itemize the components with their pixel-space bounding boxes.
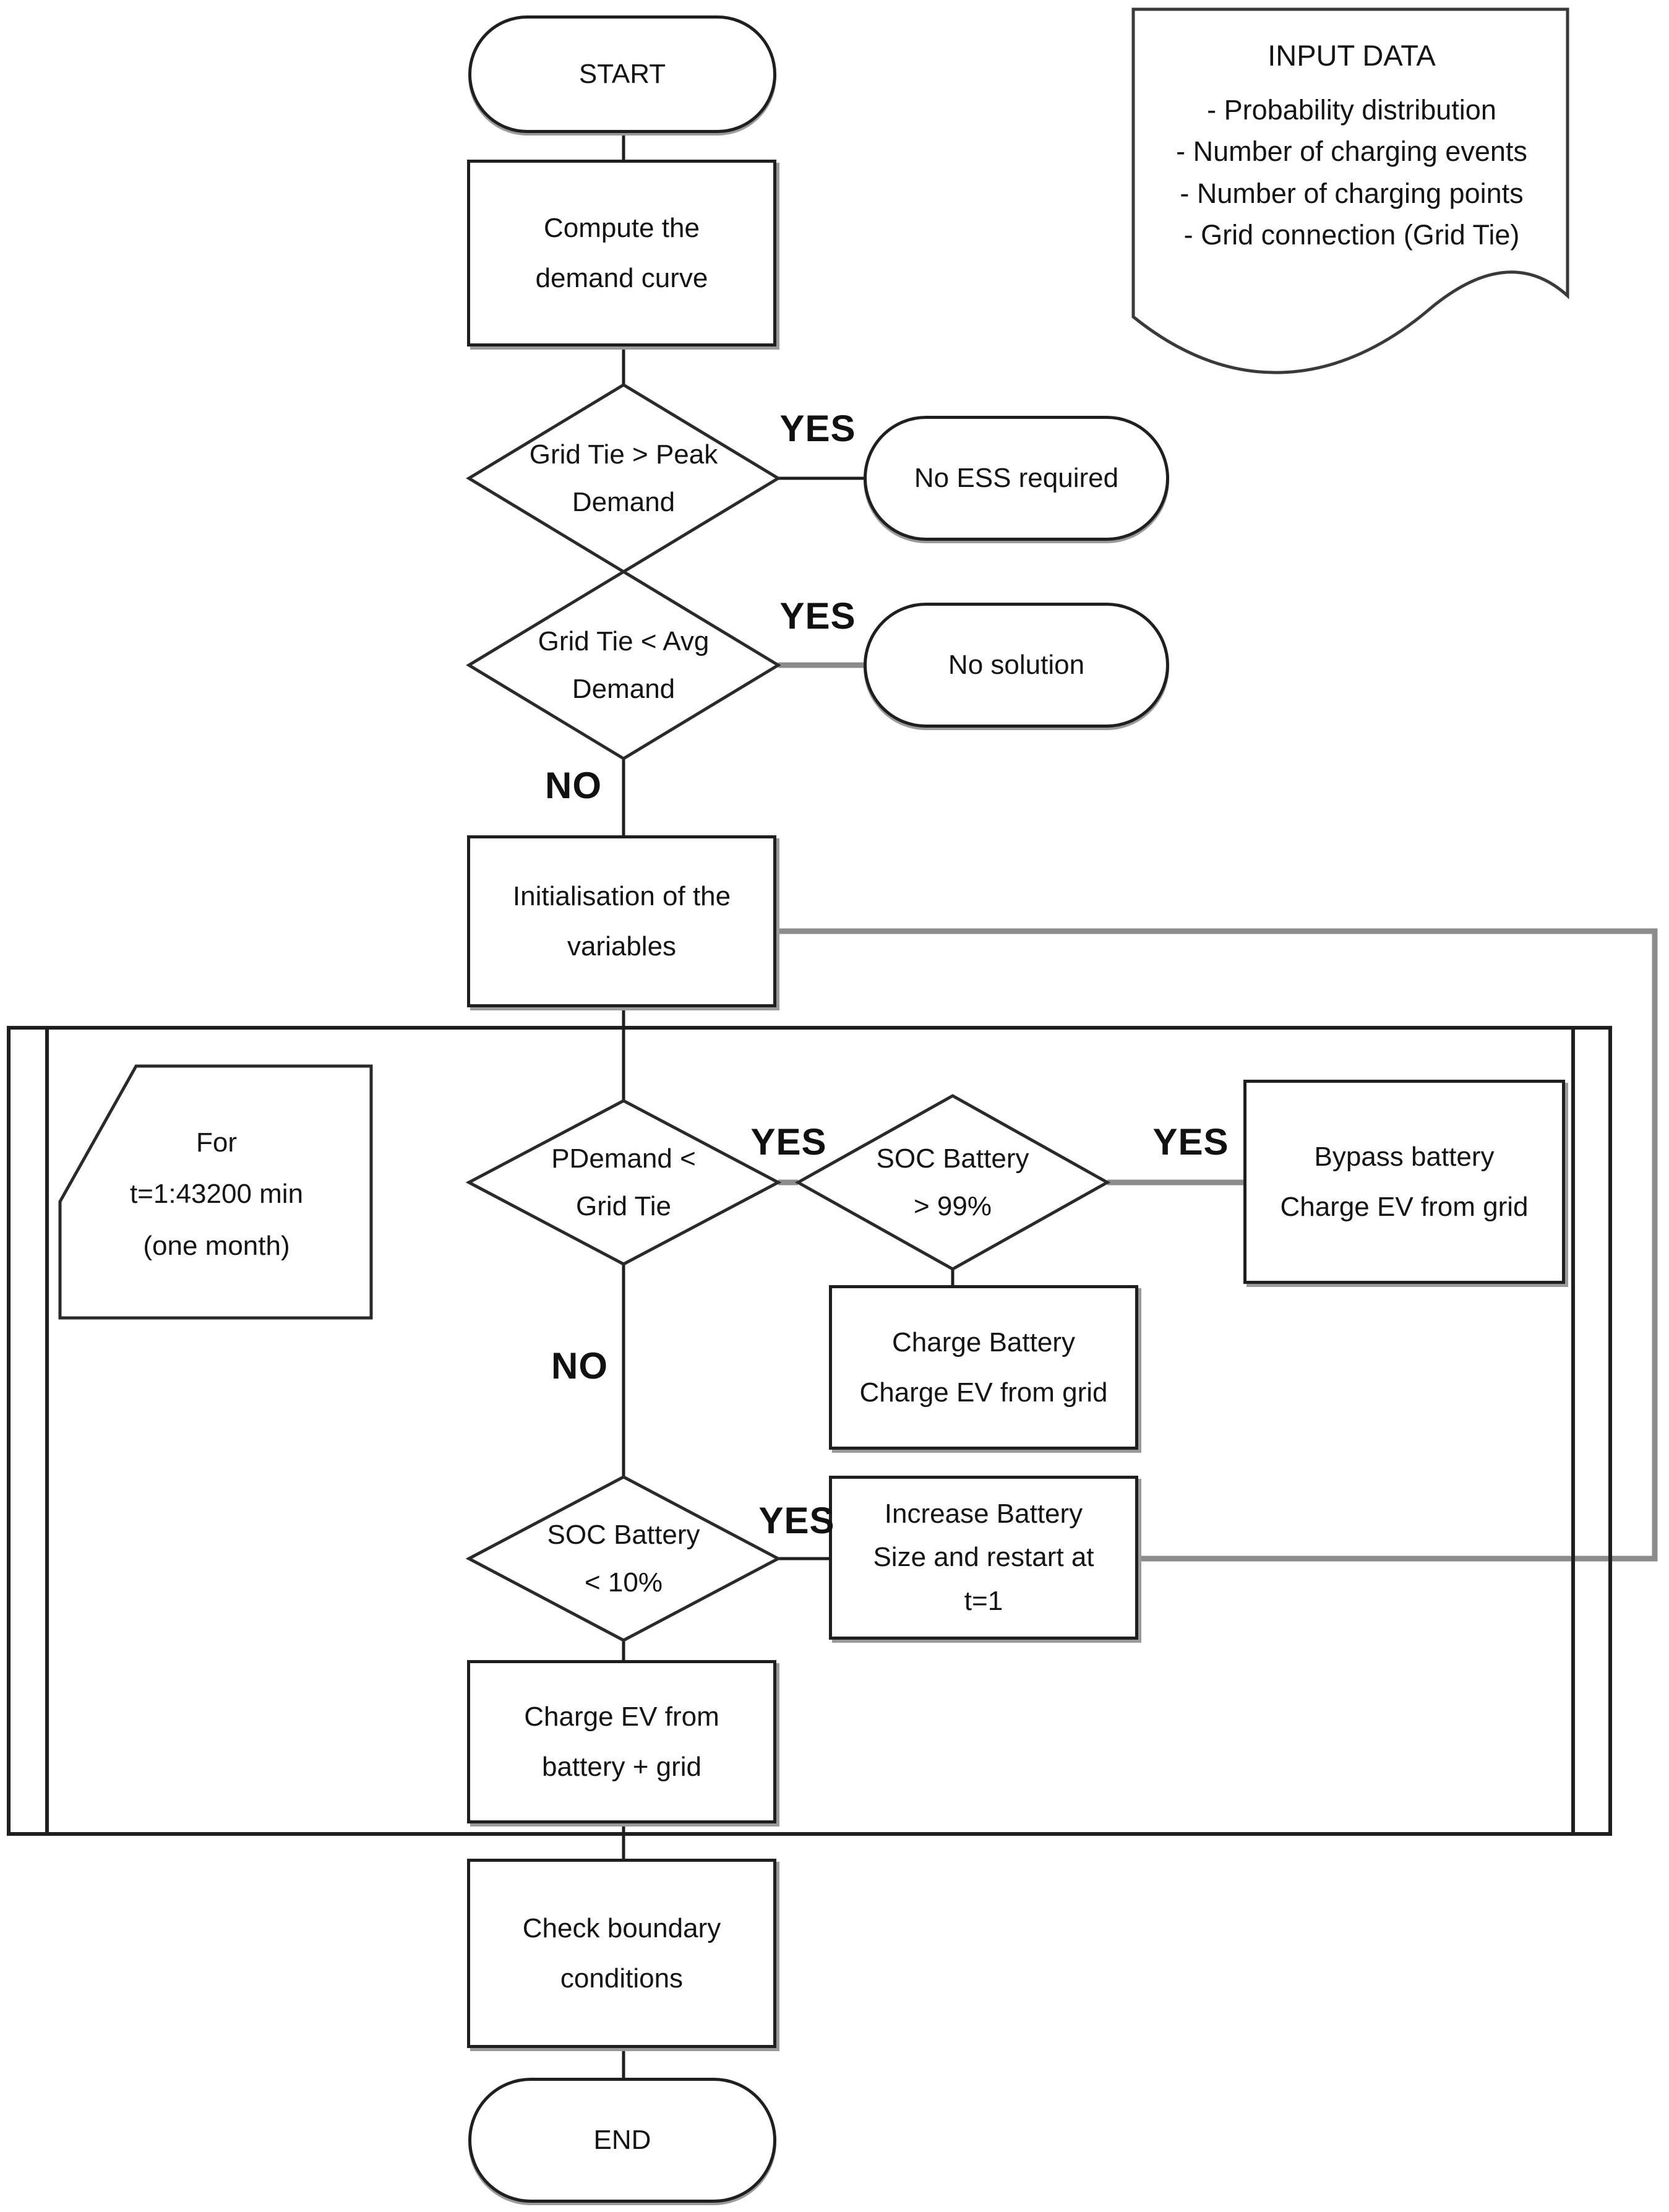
input-data-item: - Number of charging events bbox=[1176, 136, 1527, 167]
edge-label-yes-peak: YES bbox=[774, 405, 861, 452]
node-end: END bbox=[468, 2078, 776, 2203]
no-solution-text: No solution bbox=[948, 650, 1085, 681]
diamond-soc-99 bbox=[794, 1094, 1111, 1271]
yes-avg-text: YES bbox=[779, 595, 856, 637]
loop-card-outline bbox=[58, 1064, 373, 1320]
input-data-item: - Probability distribution bbox=[1207, 93, 1496, 126]
node-charge-ev: Charge EV from battery + grid bbox=[467, 1660, 776, 1823]
grid-tie-avg-text: Grid Tie < Avg Demand bbox=[538, 626, 710, 704]
diamond-soc-10 bbox=[465, 1475, 782, 1642]
for-loop-text: For t=1:43200 min (one month) bbox=[129, 1127, 304, 1261]
initialisation-text: Initialisation of the variables bbox=[512, 880, 731, 962]
node-soc10-label: SOC Battery < 10% bbox=[500, 1497, 747, 1620]
no-avg-text: NO bbox=[545, 765, 602, 806]
no-ess-text: No ESS required bbox=[914, 463, 1119, 494]
bypass-battery-text: Bypass battery Charge EV from grid bbox=[1280, 1141, 1529, 1222]
node-soc99-label: SOC Battery > 99% bbox=[829, 1121, 1076, 1244]
yes-pdemand-text: YES bbox=[750, 1121, 827, 1163]
check-boundary-text: Check boundary conditions bbox=[522, 1913, 721, 1994]
edge-label-yes-soc10: YES bbox=[753, 1497, 840, 1544]
input-data-item: - Grid connection (Grid Tie) bbox=[1183, 219, 1520, 251]
soc10-text: SOC Battery < 10% bbox=[547, 1520, 700, 1598]
document-input-data-outline bbox=[1131, 7, 1569, 374]
edge-label-yes-soc99: YES bbox=[1148, 1119, 1234, 1165]
input-data-item: - Number of charging points bbox=[1180, 177, 1524, 209]
node-start: START bbox=[468, 15, 776, 133]
soc99-text: SOC Battery > 99% bbox=[876, 1143, 1029, 1221]
node-initialisation: Initialisation of the variables bbox=[467, 835, 776, 1007]
node-input-data: INPUT DATA - Probability distribution - … bbox=[1141, 34, 1562, 269]
node-check-boundary: Check boundary conditions bbox=[467, 1859, 776, 2048]
node-compute-label: Compute the demand curve bbox=[535, 212, 708, 293]
increase-battery-text: Increase Battery Size and restart at t=1 bbox=[873, 1498, 1094, 1616]
node-grid-tie-avg-label: Grid Tie < Avg Demand bbox=[500, 603, 747, 727]
edge-label-yes-avg: YES bbox=[774, 593, 861, 639]
diamond-pdemand bbox=[465, 1099, 782, 1266]
node-start-label: START bbox=[578, 59, 666, 90]
pdemand-text: PDemand < Grid Tie bbox=[551, 1143, 696, 1221]
input-data-title: INPUT DATA bbox=[1268, 39, 1436, 72]
end-text: END bbox=[593, 2125, 651, 2156]
charge-battery-text: Charge Battery Charge EV from grid bbox=[859, 1327, 1108, 1408]
node-pdemand-label: PDemand < Grid Tie bbox=[500, 1121, 747, 1244]
edge-label-no-avg: NO bbox=[533, 762, 614, 809]
yes-peak-text: YES bbox=[779, 408, 856, 449]
charge-ev-text: Charge EV from battery + grid bbox=[524, 1701, 719, 1782]
node-bypass-battery: Bypass battery Charge EV from grid bbox=[1243, 1080, 1565, 1284]
diamond-grid-tie-avg bbox=[466, 570, 781, 760]
node-grid-tie-peak-label: Grid Tie > Peak Demand bbox=[500, 416, 747, 540]
edge-increase-feedback bbox=[776, 928, 1658, 1562]
loop-container-border bbox=[7, 1026, 1612, 1836]
node-for-loop-card: For t=1:43200 min (one month) bbox=[68, 1083, 365, 1306]
node-charge-battery: Charge Battery Charge EV from grid bbox=[829, 1285, 1138, 1450]
grid-tie-peak-text: Grid Tie > Peak Demand bbox=[529, 439, 718, 517]
yes-soc10-text: YES bbox=[758, 1500, 835, 1541]
edge-label-no-pdemand: NO bbox=[539, 1343, 620, 1389]
node-no-ess-required: No ESS required bbox=[864, 416, 1169, 541]
yes-soc99-text: YES bbox=[1152, 1121, 1229, 1163]
edge-label-yes-pdemand: YES bbox=[745, 1119, 832, 1165]
node-compute-demand-curve: Compute the demand curve bbox=[467, 160, 776, 346]
node-no-solution: No solution bbox=[864, 603, 1169, 728]
node-increase-battery: Increase Battery Size and restart at t=1 bbox=[829, 1476, 1138, 1640]
no-pdemand-text: NO bbox=[551, 1345, 608, 1387]
